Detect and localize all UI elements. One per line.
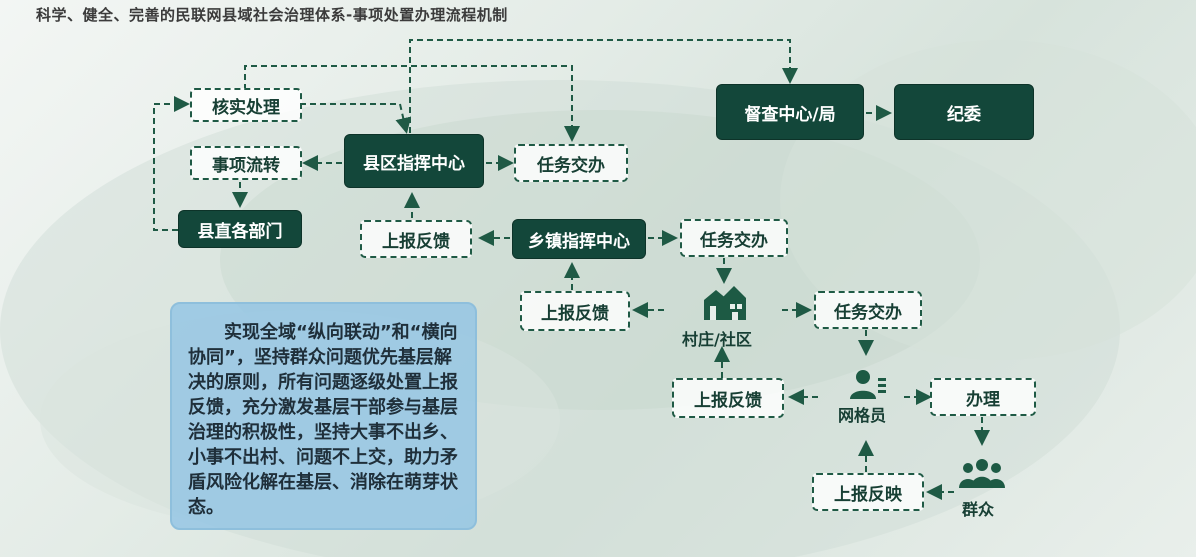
node-task-2: 任务交办 bbox=[680, 219, 788, 257]
node-town-center: 乡镇指挥中心 bbox=[512, 219, 646, 259]
node-county-center: 县区指挥中心 bbox=[344, 134, 484, 188]
diagram-title: 科学、健全、完善的民联网县域社会治理体系-事项处置办理流程机制 bbox=[36, 6, 508, 24]
node-verify: 核实处理 bbox=[190, 88, 302, 122]
node-task-1: 任务交办 bbox=[514, 144, 628, 182]
node-report-4: 上报反映 bbox=[812, 473, 924, 511]
node-supervision: 督查中心/局 bbox=[716, 84, 864, 140]
node-village: 村庄/社区 bbox=[682, 330, 752, 349]
crowd-icon bbox=[959, 459, 1005, 488]
node-grid-member: 网格员 bbox=[838, 406, 887, 425]
person-icon bbox=[850, 370, 886, 399]
node-report-3: 上报反馈 bbox=[672, 378, 784, 418]
node-handle: 办理 bbox=[930, 378, 1036, 416]
description-note: 实现全域“纵向联动”和“横向协同”，坚持群众问题优先基层解决的原则，所有问题逐级… bbox=[170, 302, 477, 530]
node-transfer: 事项流转 bbox=[190, 146, 302, 180]
house-icon bbox=[704, 286, 746, 320]
node-task-3: 任务交办 bbox=[814, 291, 922, 329]
node-report-1: 上报反馈 bbox=[360, 220, 472, 258]
node-discipline: 纪委 bbox=[894, 84, 1034, 140]
node-county-depts: 县直各部门 bbox=[178, 210, 302, 248]
node-masses: 群众 bbox=[962, 500, 995, 519]
node-report-2: 上报反馈 bbox=[520, 291, 630, 331]
